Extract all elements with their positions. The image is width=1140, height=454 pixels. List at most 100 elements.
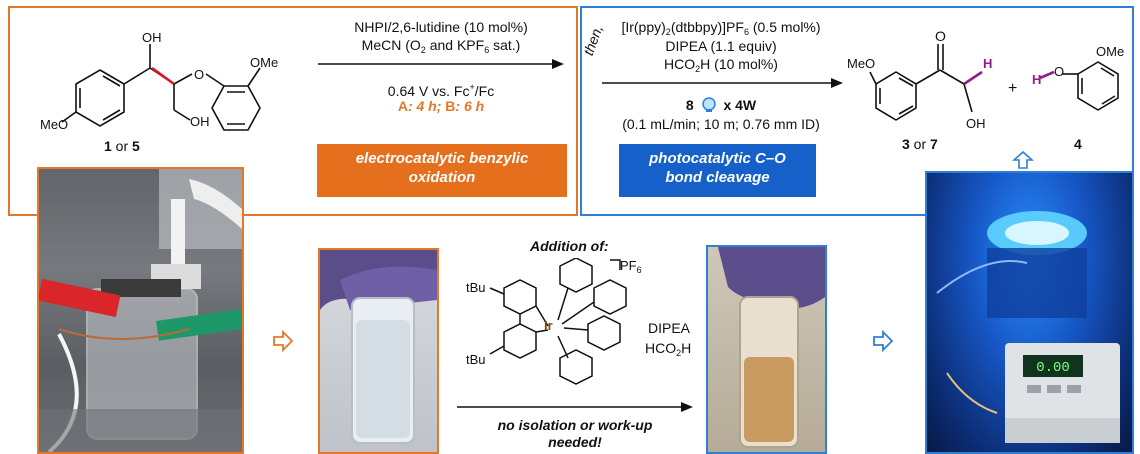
- device-display: 0.00: [1036, 360, 1070, 376]
- orange-frame-right: [576, 6, 578, 216]
- ir-complex-structure: [489, 258, 627, 385]
- light-count: 8: [685, 97, 694, 113]
- photo-line2: bond cleavage: [665, 169, 770, 186]
- light-power: x 4W: [723, 97, 757, 113]
- stage1-reagents-2: MeCN (O2 and KPF6 sat.): [316, 36, 566, 59]
- clear-vial-illustration: [320, 250, 437, 444]
- pa: 0.64 V vs. Fc: [387, 83, 470, 99]
- stage2-catalyst: [Ir(ppy)2(dtbbpy)]PF6 (0.5 mol%): [596, 18, 846, 41]
- right-arrow-orange-icon: [273, 330, 294, 352]
- time-a-value: : 4 h;: [407, 98, 442, 114]
- sm-compound-label: 1 or 5: [104, 138, 140, 154]
- electro-line1: electrocatalytic benzylic: [355, 150, 529, 167]
- plus-sign: +: [1008, 80, 1018, 97]
- ha: HCO: [645, 340, 677, 356]
- no-isolation-1: no isolation or work-up: [497, 417, 653, 433]
- blue-frame-right: [1132, 6, 1134, 171]
- r2d: 6: [484, 45, 490, 55]
- prod-num1: 3: [902, 136, 910, 152]
- stage2-arrow: [602, 78, 843, 88]
- addition-arrow: [457, 402, 693, 412]
- phenol-h: H: [1032, 72, 1042, 87]
- time-a-label: A: [397, 98, 408, 114]
- cb: (dtbbpy)]PF: [670, 19, 744, 35]
- orange-frame-bottom: [8, 214, 38, 216]
- stage2-acid: HCO2H (10 mol%): [596, 55, 846, 78]
- photo-amber-solution: [706, 245, 827, 454]
- ca: [Ir(ppy): [621, 19, 666, 35]
- stage1-potential: 0.64 V vs. Fc+/Fc: [316, 78, 566, 100]
- photocatalytic-label: photocatalytic C–O bond cleavage: [619, 144, 816, 197]
- blue-frame-left: [580, 6, 582, 216]
- prod-meo: MeO: [847, 56, 876, 71]
- cell-illustration: [39, 169, 242, 452]
- prod-h: H: [983, 56, 993, 71]
- phenol-structure: [1039, 61, 1119, 111]
- no-isolation-2: needed!: [548, 434, 602, 450]
- pb: /Fc: [474, 83, 495, 99]
- cs2: 6: [743, 27, 749, 37]
- electrocatalytic-label: electrocatalytic benzylic oxidation: [317, 144, 567, 197]
- sm-o-ether: O: [194, 67, 205, 82]
- addition-title: Addition of:: [530, 238, 609, 254]
- prod-or: or: [909, 136, 931, 152]
- bottom-dipea: DIPEA: [648, 320, 691, 336]
- phenol-label: 4: [1074, 136, 1082, 152]
- lightbulb-icon: [701, 97, 716, 112]
- cc: (0.5 mol%): [748, 19, 821, 35]
- sm-num1: 1: [104, 138, 112, 154]
- sm-oh-top: OH: [142, 30, 162, 45]
- stage2-base: DIPEA (1.1 equiv): [665, 38, 777, 54]
- sm-ome-right: OMe: [250, 55, 279, 70]
- cs1: 2: [665, 27, 671, 37]
- blue-frame-top: [582, 6, 1134, 8]
- pf6-label: PF6: [620, 258, 642, 275]
- hs: 2: [676, 348, 682, 358]
- r2c: and KPF: [425, 37, 485, 53]
- sm-or: or: [111, 138, 133, 154]
- orange-frame-top: [8, 6, 578, 8]
- psup: +: [469, 82, 475, 92]
- sm-oh-bottom: OH: [190, 114, 210, 129]
- amber-vial-illustration: [718, 247, 825, 448]
- time-b-label: B: [445, 98, 456, 114]
- stage2-flow: (0.1 mL/min; 10 m; 0.76 mm ID): [622, 116, 820, 132]
- prod-oh: OH: [966, 116, 986, 131]
- starting-material-structure: [61, 44, 261, 131]
- hb: H: [681, 340, 692, 356]
- photo-photoreactor: 0.00: [925, 171, 1134, 454]
- prod-o: O: [935, 28, 946, 44]
- time-b-value: : 6 h: [455, 98, 485, 114]
- aa: HCO: [664, 56, 696, 72]
- pf6a: PF: [620, 258, 637, 273]
- r2a: MeCN (O: [361, 37, 421, 53]
- photo-electrochemical-cell: [37, 167, 244, 454]
- photoreactor-illustration: 0.00: [936, 211, 1120, 443]
- stage1-arrow: [318, 59, 564, 69]
- stage2-light: 8 x 4W: [596, 96, 846, 114]
- stage1-reagents-1: NHPI/2,6-lutidine (10 mol%): [354, 19, 528, 35]
- orange-frame-bottom-right: [240, 214, 578, 216]
- pf6sub: 6: [636, 265, 642, 275]
- phenol-o: O: [1054, 64, 1065, 79]
- bottom-hcooh: HCO2H: [645, 340, 691, 358]
- r2e: sat.): [489, 37, 521, 53]
- up-arrow-icon: [1012, 150, 1034, 169]
- phenol-ome: OMe: [1096, 44, 1125, 59]
- photo-line1: photocatalytic C–O: [649, 150, 786, 167]
- tbu-top: tBu: [466, 280, 486, 295]
- product-structure: [869, 44, 983, 121]
- as: 2: [695, 64, 701, 74]
- sm-meo-left: MeO: [40, 117, 69, 132]
- ir-label: Ir: [544, 318, 553, 333]
- ab: H (10 mol%): [700, 56, 778, 72]
- prod-compound-label: 3 or 7: [902, 136, 938, 152]
- stage1-times: A: 4 h; B: 6 h: [316, 97, 566, 115]
- prod-num2: 7: [930, 136, 938, 152]
- sm-num2: 5: [132, 138, 140, 154]
- tbu-bottom: tBu: [466, 352, 486, 367]
- photo-clear-solution: [318, 248, 439, 454]
- right-arrow-blue-icon: [873, 330, 894, 352]
- orange-frame-left: [8, 6, 10, 216]
- r2b: 2: [420, 45, 426, 55]
